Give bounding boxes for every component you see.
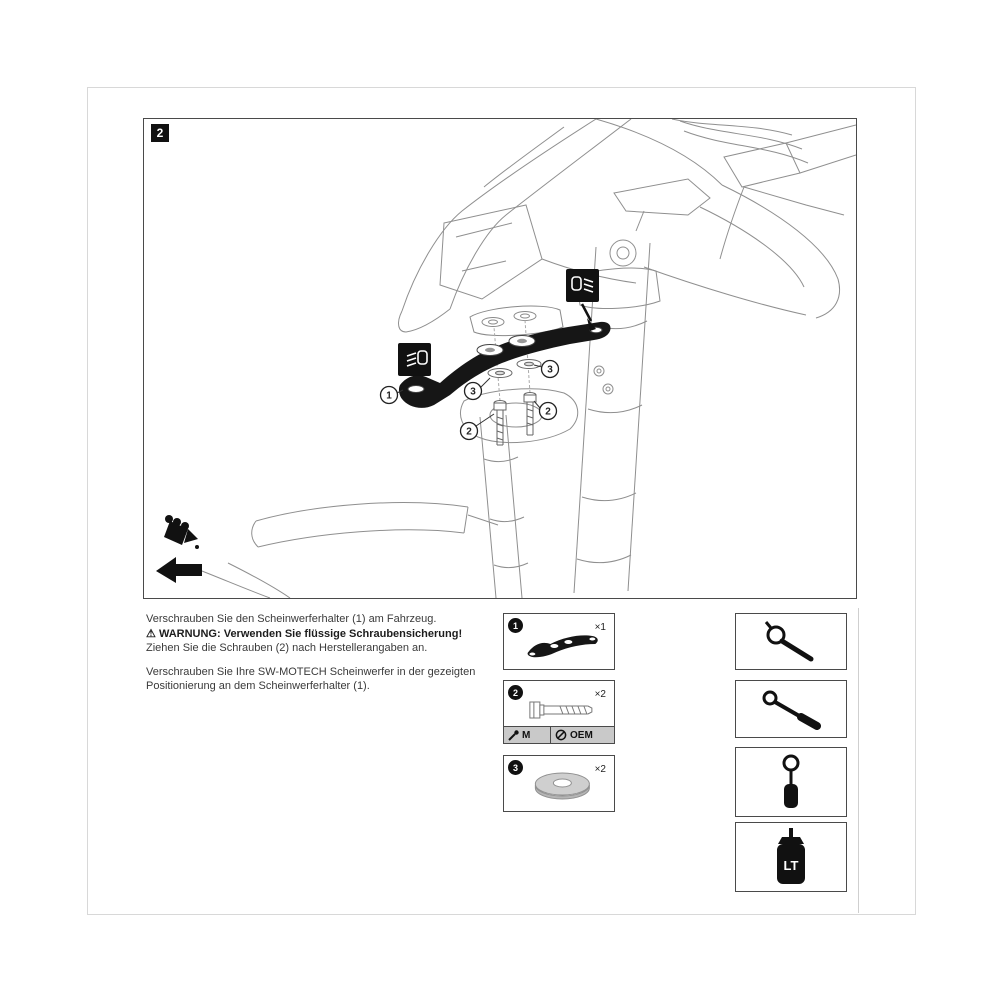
hex-key-icon — [764, 620, 814, 661]
washer-part-icon — [534, 772, 590, 800]
front-fork-right — [573, 239, 661, 594]
bodywork — [398, 119, 840, 333]
callouts: 1 3 3 2 2 — [379, 359, 560, 441]
torque-spec-label: M — [522, 729, 531, 741]
instruction-text: Verschrauben Sie den Scheinwerferhalter … — [146, 612, 498, 694]
handlebar-cables — [613, 119, 856, 260]
oem-spec-cell: OEM — [551, 727, 614, 743]
motorcycle-illustration: 1 3 3 2 2 — [156, 119, 856, 598]
part-number-badge: 1 — [508, 618, 523, 633]
threadlocker-bottle-icon: LT — [777, 828, 805, 884]
torque-spec-strip: M OEM — [504, 726, 614, 743]
callout-2b: 2 — [466, 427, 472, 438]
step-number-badge: 2 — [151, 124, 169, 142]
page-border — [87, 87, 916, 915]
callout-3a: 3 — [470, 387, 476, 398]
threadlocker-label: LT — [784, 858, 799, 873]
headlight-position-icon-left — [398, 343, 431, 376]
tool-box-torque-screwdriver — [735, 747, 847, 817]
assembly-diagram: 1 3 3 2 2 — [143, 118, 857, 599]
warning-text: WARNUNG: Verwenden Sie flüssige Schraube… — [158, 627, 463, 640]
mounting-plate — [469, 305, 564, 337]
column-divider-line — [858, 608, 859, 913]
callout-leaders — [396, 364, 543, 427]
warning-icon: ⚠ — [146, 627, 156, 640]
part-number-badge: 2 — [508, 685, 523, 700]
callout-2a: 2 — [545, 407, 551, 418]
torque-screwdriver-icon — [782, 754, 800, 808]
tool-box-hex-key — [735, 613, 847, 670]
instruction-line-3: Ziehen Sie die Schrauben (2) nach Herste… — [146, 642, 428, 655]
bracket-part-icon — [527, 635, 598, 658]
screws — [493, 392, 537, 446]
threadlocker-pictogram — [156, 515, 202, 583]
front-fork-left — [460, 388, 579, 598]
callout-1: 1 — [386, 391, 392, 402]
oem-prohibition-icon — [555, 729, 567, 741]
warning-line: ⚠ WARNUNG: Verwenden Sie flüssige Schrau… — [146, 627, 498, 642]
washers — [487, 359, 542, 378]
oem-spec-label: OEM — [570, 729, 593, 741]
part-box-bracket: 1 ×1 — [503, 613, 615, 670]
part-number-badge: 3 — [508, 760, 523, 775]
part-quantity: ×2 — [594, 689, 606, 700]
part-box-screw: 2 ×2 M OEM — [503, 680, 615, 744]
callout-3b: 3 — [547, 365, 553, 376]
instruction-line-1: Verschrauben Sie den Scheinwerferhalter … — [146, 613, 437, 625]
part-quantity: ×1 — [594, 622, 606, 633]
torque-wrench-icon — [762, 690, 821, 730]
screw-part-icon — [529, 701, 593, 719]
torque-icon — [508, 729, 519, 741]
part-quantity: ×2 — [594, 764, 606, 775]
tool-box-torque-wrench — [735, 680, 847, 738]
instruction-paragraph-2: Verschrauben Sie Ihre SW-MOTECH Scheinwe… — [146, 665, 476, 693]
front-fender — [201, 502, 499, 598]
headlight-position-icon-right — [566, 269, 599, 331]
torque-spec-cell: M — [504, 727, 551, 743]
headlight-bracket-part — [398, 321, 611, 408]
part-box-washer: 3 ×2 — [503, 755, 615, 812]
tool-box-threadlocker: LT — [735, 822, 847, 892]
